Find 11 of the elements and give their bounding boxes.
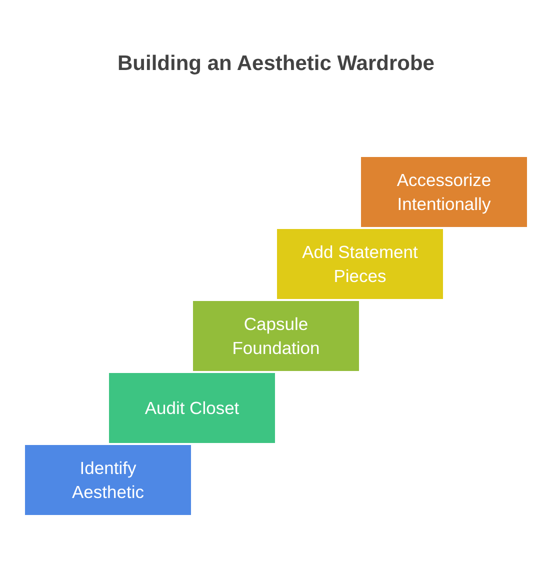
step-box <box>193 301 359 371</box>
step-label: Capsule Foundation <box>231 313 321 360</box>
step-label: Add Statement Pieces <box>301 241 419 288</box>
step-box <box>361 157 527 227</box>
diagram-title: Building an Aesthetic Wardrobe <box>116 52 436 76</box>
step-box <box>109 373 275 443</box>
step-label: Identify Aesthetic <box>71 457 145 504</box>
step-box <box>277 229 443 299</box>
step-label: Accessorize Intentionally <box>396 169 492 216</box>
step-label: Audit Closet <box>144 397 240 420</box>
step-box <box>25 445 191 515</box>
